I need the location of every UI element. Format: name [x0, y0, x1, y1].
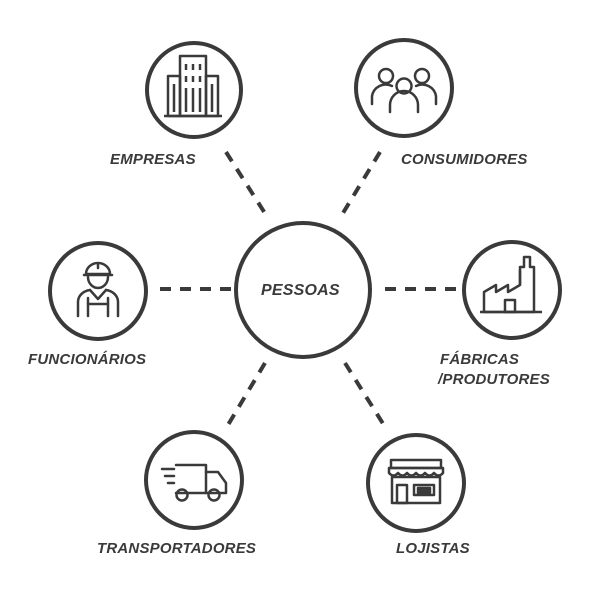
people-group-icon: [370, 67, 438, 114]
consumidores-label: CONSUMIDORES: [401, 151, 528, 168]
empresas-circle: [145, 41, 243, 139]
center-circle: [234, 221, 372, 359]
connector-transportadores: [223, 361, 267, 432]
connector-consumidores: [338, 150, 382, 220]
connector-lojistas: [343, 361, 389, 432]
delivery-truck-icon: [160, 463, 228, 502]
store-icon: [387, 458, 445, 505]
funcionarios-label: FUNCIONÁRIOS: [28, 351, 147, 368]
funcionarios-circle: [48, 241, 148, 341]
empresas-label: EMPRESAS: [110, 151, 196, 168]
connector-empresas: [224, 150, 270, 220]
factory-icon: [480, 255, 542, 314]
transportadores-circle: [144, 430, 244, 530]
center-label: PESSOAS: [261, 282, 340, 299]
worker-icon: [76, 261, 120, 318]
fabricas-label-line2: /PRODUTORES: [438, 371, 550, 388]
lojistas-label: LOJISTAS: [396, 540, 470, 557]
lojistas-circle: [366, 433, 466, 533]
fabricas-circle: [462, 240, 562, 340]
consumidores-circle: [354, 38, 454, 138]
fabricas-label-line1: FÁBRICAS: [440, 351, 520, 368]
transportadores-label: TRANSPORTADORES: [97, 540, 257, 557]
building-icon: [164, 54, 222, 118]
